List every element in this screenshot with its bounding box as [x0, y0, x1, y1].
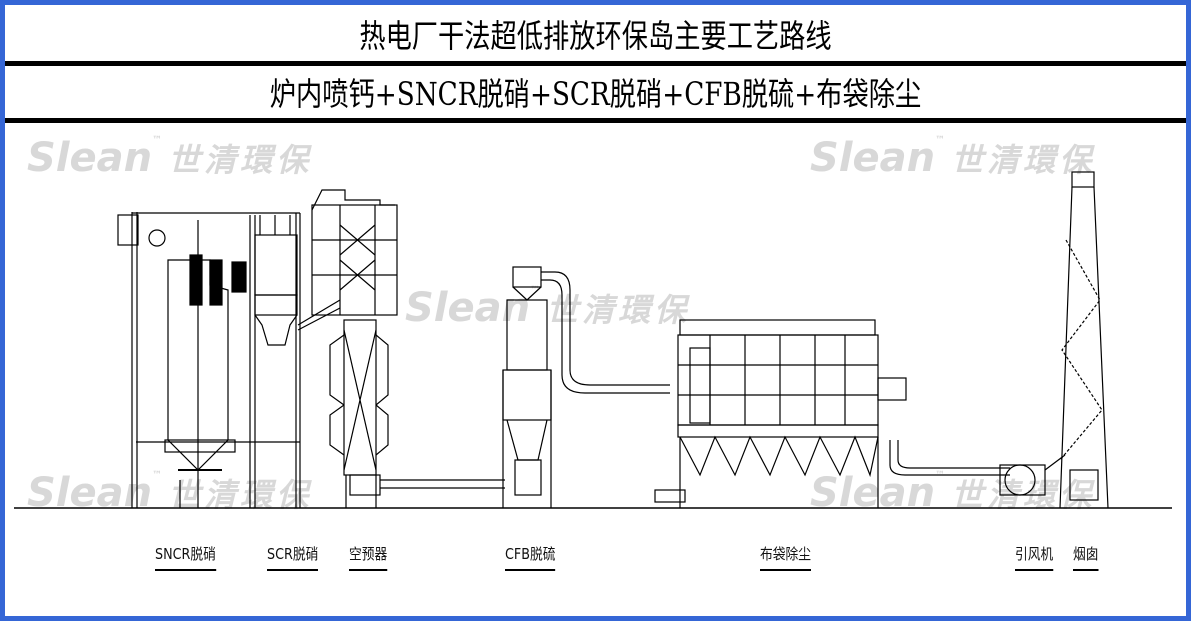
divider [5, 61, 1186, 66]
diagram-title: 热电厂干法超低排放环保岛主要工艺路线 [359, 17, 832, 55]
scr-reactor [254, 215, 298, 346]
duct [380, 479, 505, 489]
label-sncr: SNCR脱硝 [155, 543, 216, 571]
watermark-logo: Slean™世清環保 [810, 135, 1096, 181]
divider [5, 118, 1186, 123]
label-scr: SCR脱硝 [267, 543, 319, 571]
label-cfb: CFB脱硫 [505, 543, 556, 571]
chimney [1059, 171, 1109, 509]
label-air-preheater: 空预器 [349, 543, 388, 571]
equipment-drawing [14, 171, 1172, 509]
process-route-subtitle: 炉内喷钙+SNCR脱硝+SCR脱硝+CFB脱硫+布袋除尘 [269, 75, 922, 113]
label-baghouse: 布袋除尘 [760, 543, 812, 571]
boiler-sncr [117, 212, 301, 508]
air-preheater [297, 189, 398, 508]
watermark-logo: Slean™世清環保 [27, 135, 313, 181]
label-id-fan: 引风机 [1015, 543, 1054, 571]
cfb-desulfurizer [502, 266, 670, 508]
label-chimney: 烟囱 [1073, 543, 1099, 571]
baghouse [654, 319, 1010, 508]
